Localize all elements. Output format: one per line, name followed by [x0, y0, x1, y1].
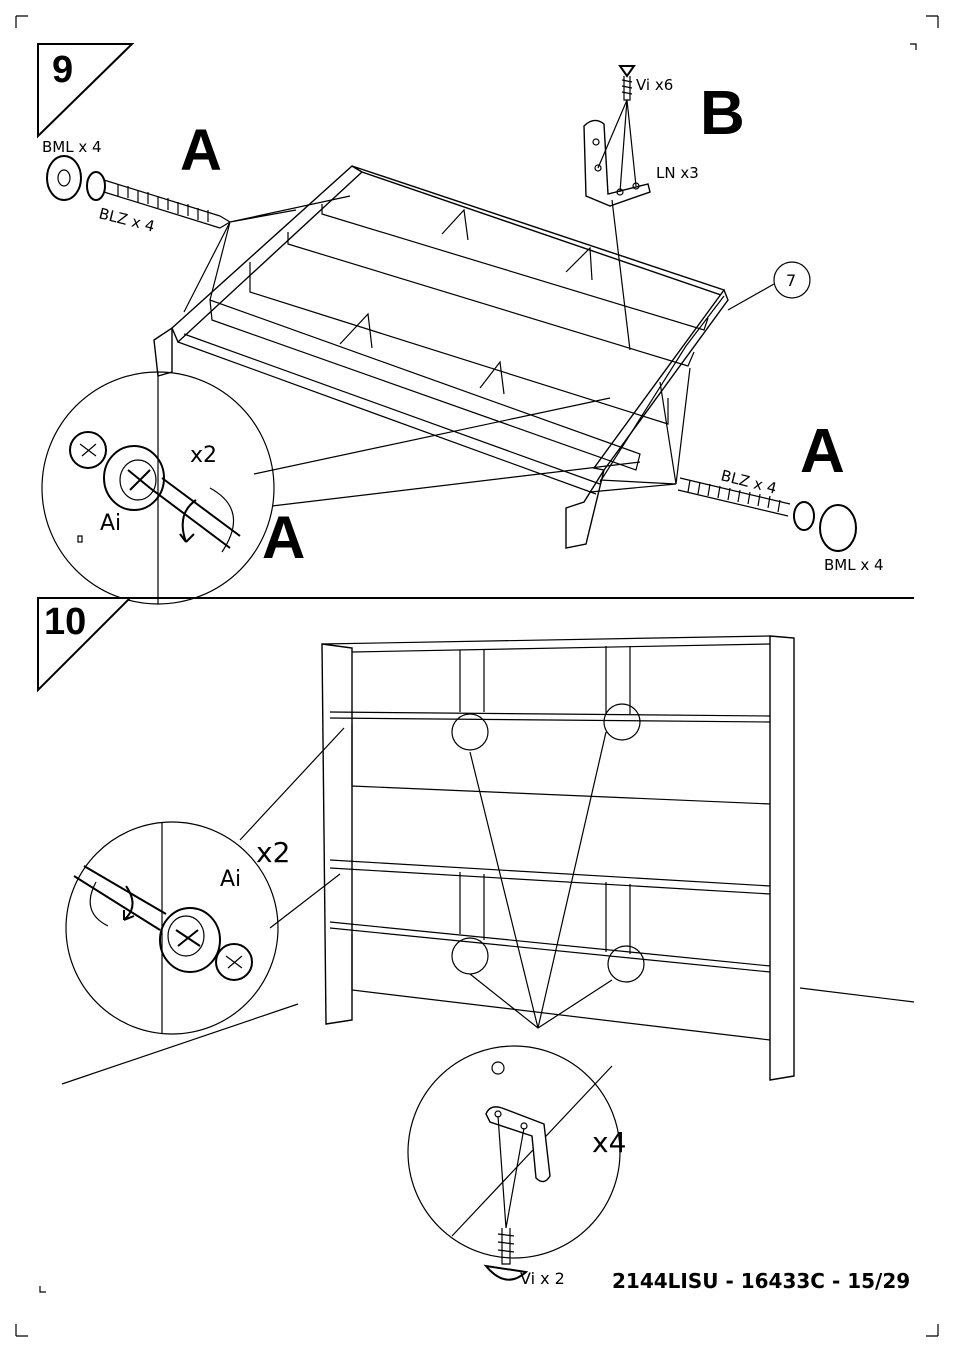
label-a-top: A: [180, 118, 222, 183]
detail-leaders-9: [253, 397, 641, 507]
bolt-assembly-right: [589, 367, 857, 552]
label-a-right: A: [800, 417, 845, 486]
detail-count-10: x2: [256, 836, 290, 869]
ln-label: LN x3: [656, 164, 699, 182]
detail-tool-9: Ai: [100, 511, 121, 536]
step-9-badge: [37, 43, 135, 139]
step-9-detail-circle: [41, 371, 275, 605]
label-b: B: [700, 79, 745, 148]
vi-label-10: Vi x 2: [520, 1269, 565, 1288]
detail-count-9: x2: [190, 443, 217, 468]
part-ref-leader: [727, 283, 775, 311]
headboard-drawing: [321, 635, 795, 1081]
step-10-detail-circle: [65, 821, 279, 1035]
part-ref-circle: [773, 261, 811, 299]
detail-leaders-10: [239, 727, 345, 929]
bracket-b-drawing: [583, 65, 651, 351]
document-code: 2144LISU - 16433C - 15/29: [612, 1269, 910, 1293]
label-a-circle: A: [262, 504, 305, 571]
bml-label-top: BML x 4: [42, 138, 102, 156]
floor-line-right: [799, 987, 915, 1003]
bracket-detail-circle: [407, 1045, 621, 1281]
blz-label-top: BLZ x 4: [97, 204, 157, 235]
step-10-number: 10: [44, 601, 86, 643]
leader-lines-a-left: [183, 195, 351, 313]
vi-label-b: Vi x6: [636, 76, 673, 94]
bed-frame-drawing: [153, 165, 729, 549]
step-9: 9 BM: [37, 43, 884, 605]
step-10: 10: [37, 597, 915, 1288]
crop-marks: [15, 15, 939, 1337]
floor-line-left: [61, 1003, 299, 1085]
detail-tool-10: Ai: [220, 867, 241, 892]
step-10-badge: [37, 597, 133, 693]
part-ref-number: 7: [786, 271, 796, 290]
step-9-number: 9: [52, 49, 73, 91]
blz-label-right: BLZ x 4: [719, 466, 779, 497]
bml-label-right: BML x 4: [824, 556, 884, 574]
bracket-count: x4: [592, 1126, 626, 1159]
